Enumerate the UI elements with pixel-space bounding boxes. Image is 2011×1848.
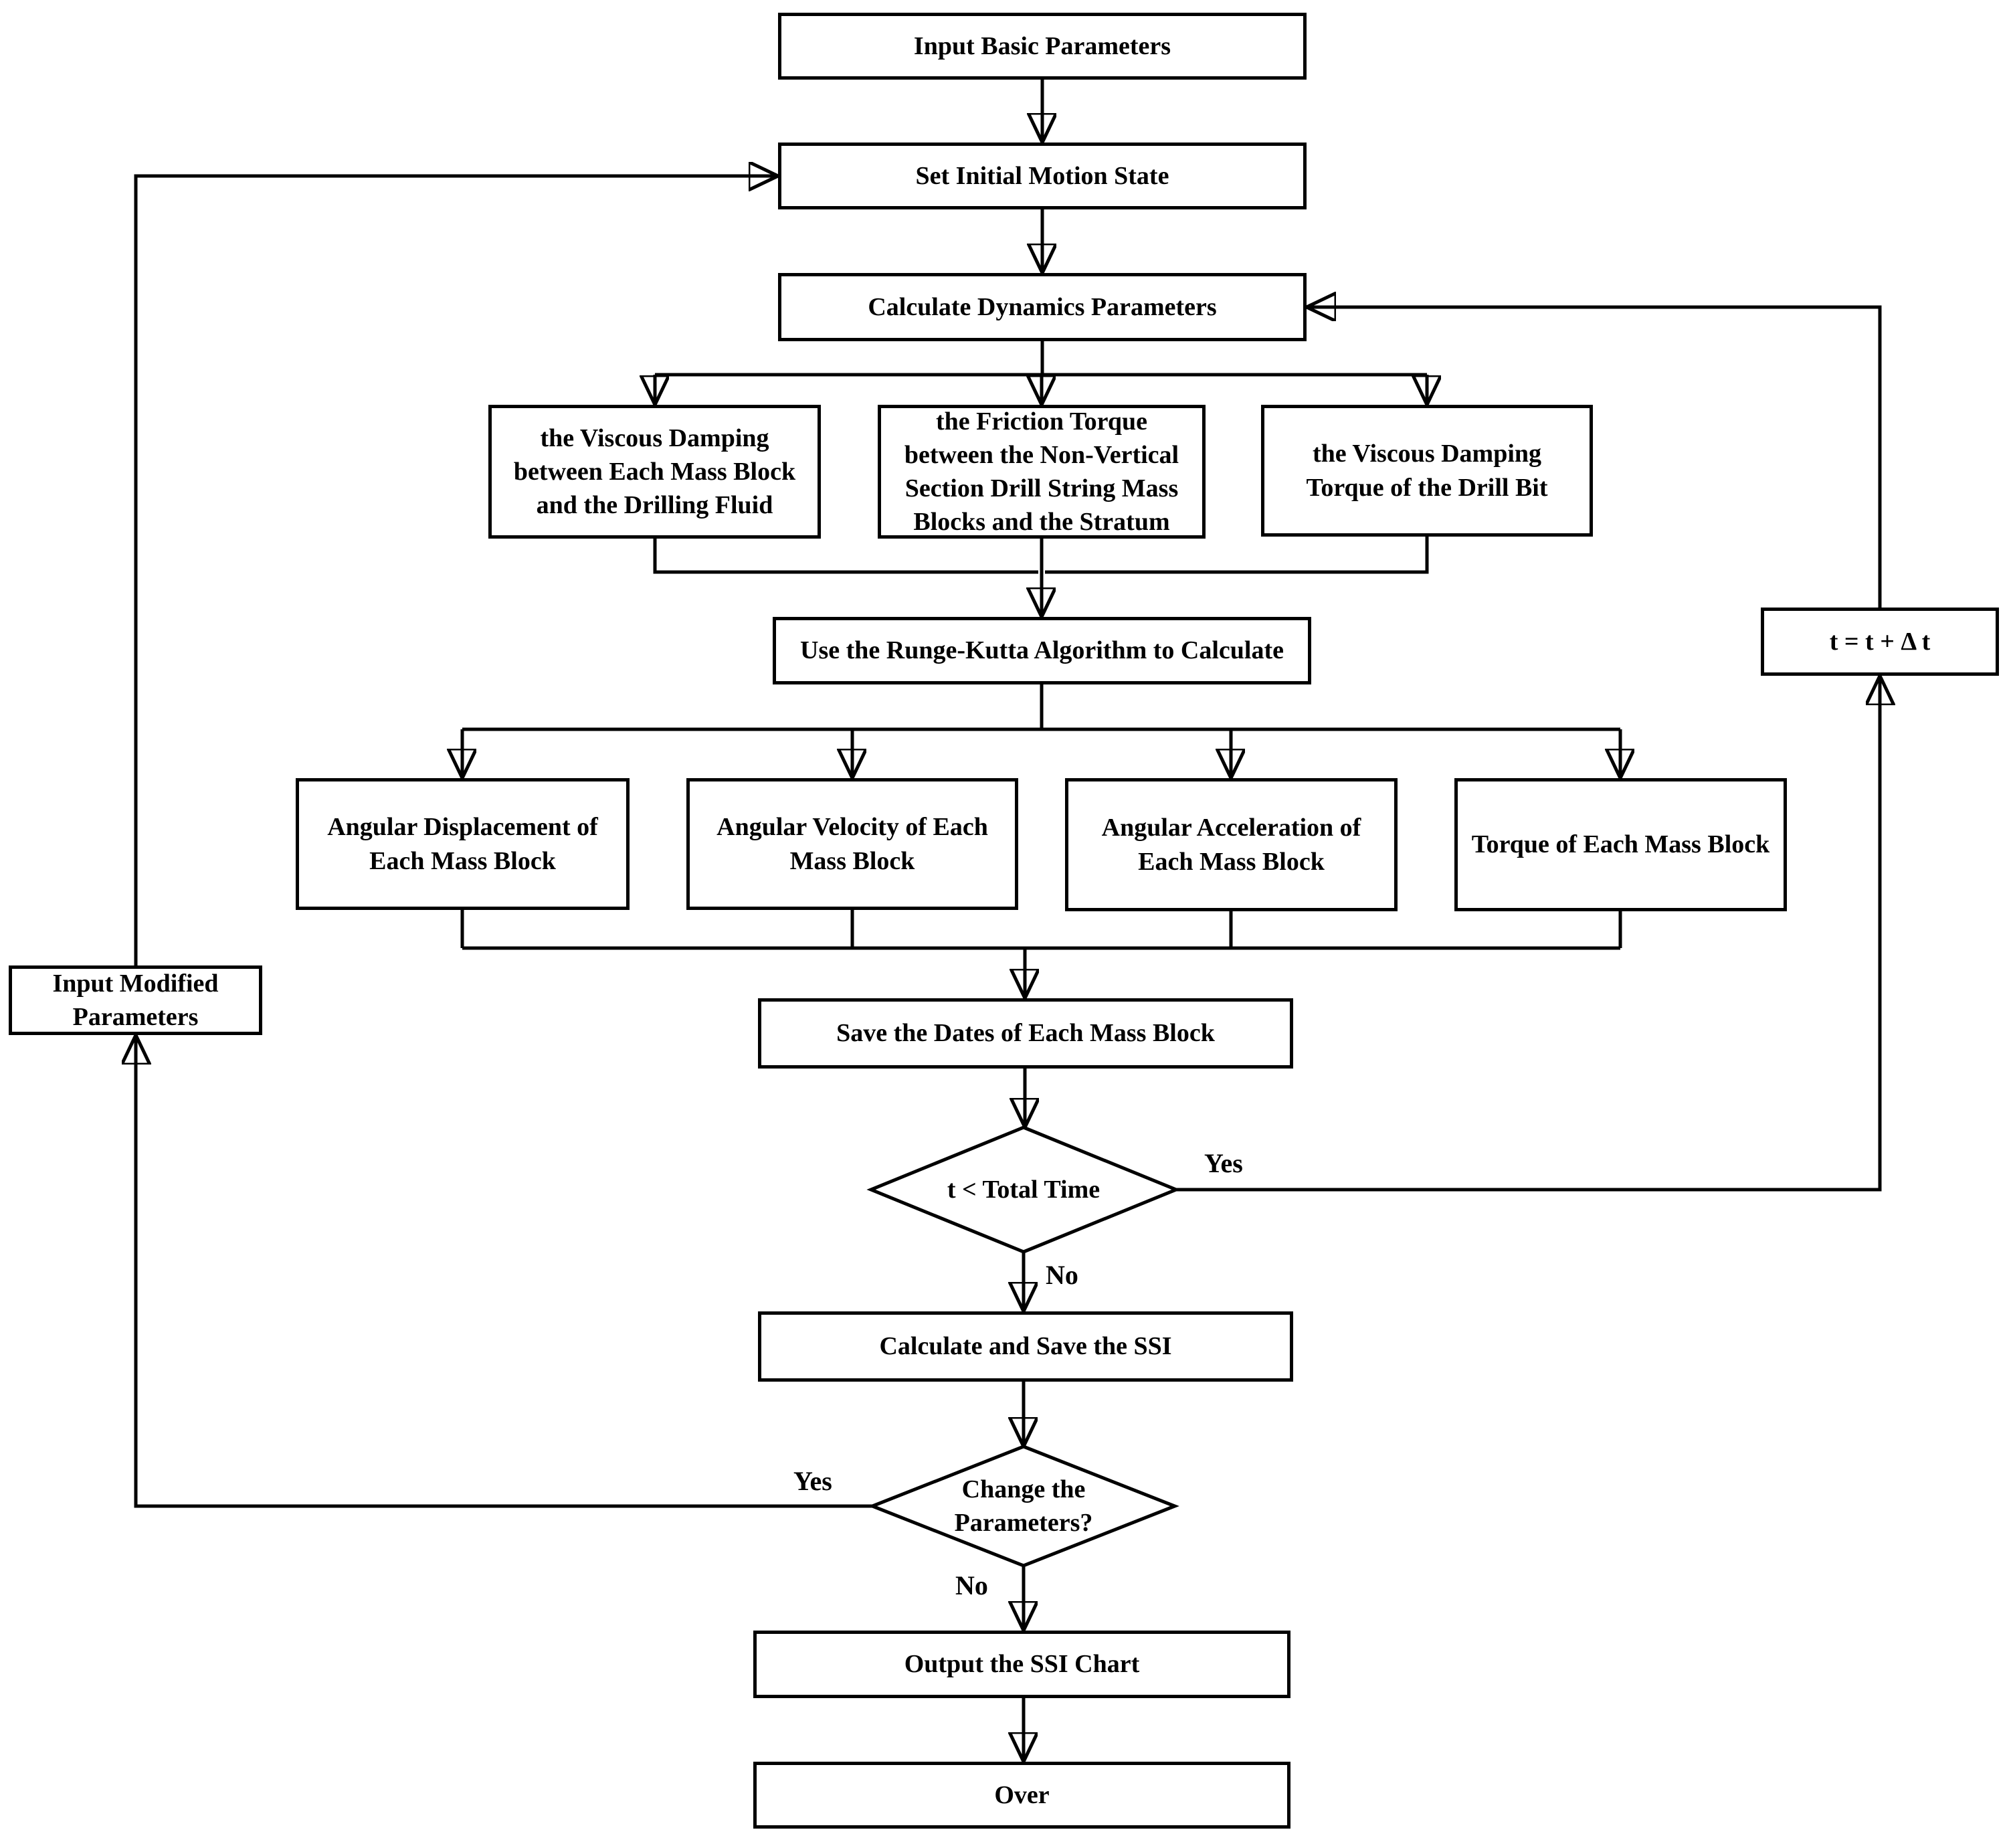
node-torque-each-mass-block: Torque of Each Mass Block: [1454, 778, 1787, 911]
node-angular-velocity-label: Angular Velocity of Each Mass Block: [716, 813, 988, 875]
node-input-basic-parameters: Input Basic Parameters: [778, 13, 1307, 80]
node-input-modified-parameters-label: Input Modified Parameters: [52, 969, 219, 1031]
node-calculate-dynamics-parameters: Calculate Dynamics Parameters: [778, 273, 1307, 341]
node-input-basic-parameters-label: Input Basic Parameters: [913, 31, 1171, 60]
edge-t-increment-to-calc-dynamics: [1307, 307, 1882, 608]
node-viscous-damping-drill-bit-label: the Viscous Damping Torque of the Drill …: [1306, 440, 1548, 502]
decision-change-parameters-label: Change the Parameters?: [954, 1475, 1093, 1537]
node-angular-acceleration: Angular Acceleration of Each Mass Block: [1065, 778, 1398, 911]
node-angular-displacement-label: Angular Displacement of Each Mass Block: [327, 813, 598, 875]
node-over-label: Over: [994, 1780, 1050, 1809]
decision-t-total-time-label: t < Total Time: [947, 1175, 1100, 1204]
node-output-ssi-chart: Output the SSI Chart: [753, 1631, 1290, 1698]
node-runge-kutta-label: Use the Runge-Kutta Algorithm to Calcula…: [800, 636, 1284, 665]
node-friction-torque-stratum-label: the Friction Torque between the Non-Vert…: [904, 407, 1179, 537]
node-output-ssi-chart-label: Output the SSI Chart: [904, 1650, 1140, 1679]
node-set-initial-motion-state-label: Set Initial Motion State: [915, 161, 1169, 190]
node-save-dates: Save the Dates of Each Mass Block: [758, 998, 1293, 1069]
node-calculate-save-ssi-label: Calculate and Save the SSI: [879, 1332, 1172, 1361]
node-t-increment-label: t = t + Δ t: [1829, 627, 1931, 656]
edge-input-modified-to-set-initial: [134, 176, 778, 965]
edge-t-decision-yes-to-t-increment: [1176, 676, 1880, 1192]
node-input-modified-parameters: Input Modified Parameters: [9, 965, 262, 1035]
node-t-increment: t = t + Δ t: [1761, 608, 1999, 676]
node-viscous-damping-fluid: the Viscous Damping between Each Mass Bl…: [488, 405, 821, 539]
edge-label-change-decision-no: No: [955, 1570, 988, 1600]
node-runge-kutta: Use the Runge-Kutta Algorithm to Calcula…: [773, 617, 1311, 684]
node-over: Over: [753, 1762, 1290, 1829]
node-viscous-damping-fluid-label: the Viscous Damping between Each Mass Bl…: [513, 424, 796, 520]
edge-change-yes-to-input-modified: [136, 1035, 872, 1508]
decision-change-parameters-shape: [868, 1445, 1179, 1568]
node-friction-torque-stratum: the Friction Torque between the Non-Vert…: [878, 405, 1206, 539]
node-angular-velocity: Angular Velocity of Each Mass Block: [686, 778, 1018, 910]
node-angular-displacement: Angular Displacement of Each Mass Block: [296, 778, 630, 910]
node-torque-each-mass-block-label: Torque of Each Mass Block: [1471, 830, 1770, 859]
edge-label-change-decision-yes: Yes: [793, 1466, 832, 1496]
node-viscous-damping-drill-bit: the Viscous Damping Torque of the Drill …: [1261, 405, 1593, 537]
edge-label-t-decision-no: No: [1046, 1260, 1078, 1290]
edge-label-t-decision-yes: Yes: [1204, 1148, 1243, 1178]
edge-viscous-fluid-merge: [653, 539, 1038, 574]
node-save-dates-label: Save the Dates of Each Mass Block: [836, 1019, 1215, 1048]
decision-t-total-time-shape: [866, 1125, 1181, 1254]
node-calculate-save-ssi: Calculate and Save the SSI: [758, 1311, 1293, 1382]
node-calculate-dynamics-parameters-label: Calculate Dynamics Parameters: [868, 292, 1217, 321]
node-set-initial-motion-state: Set Initial Motion State: [778, 143, 1307, 209]
edge-viscous-bit-merge: [1045, 537, 1429, 574]
node-angular-acceleration-label: Angular Acceleration of Each Mass Block: [1101, 814, 1361, 876]
